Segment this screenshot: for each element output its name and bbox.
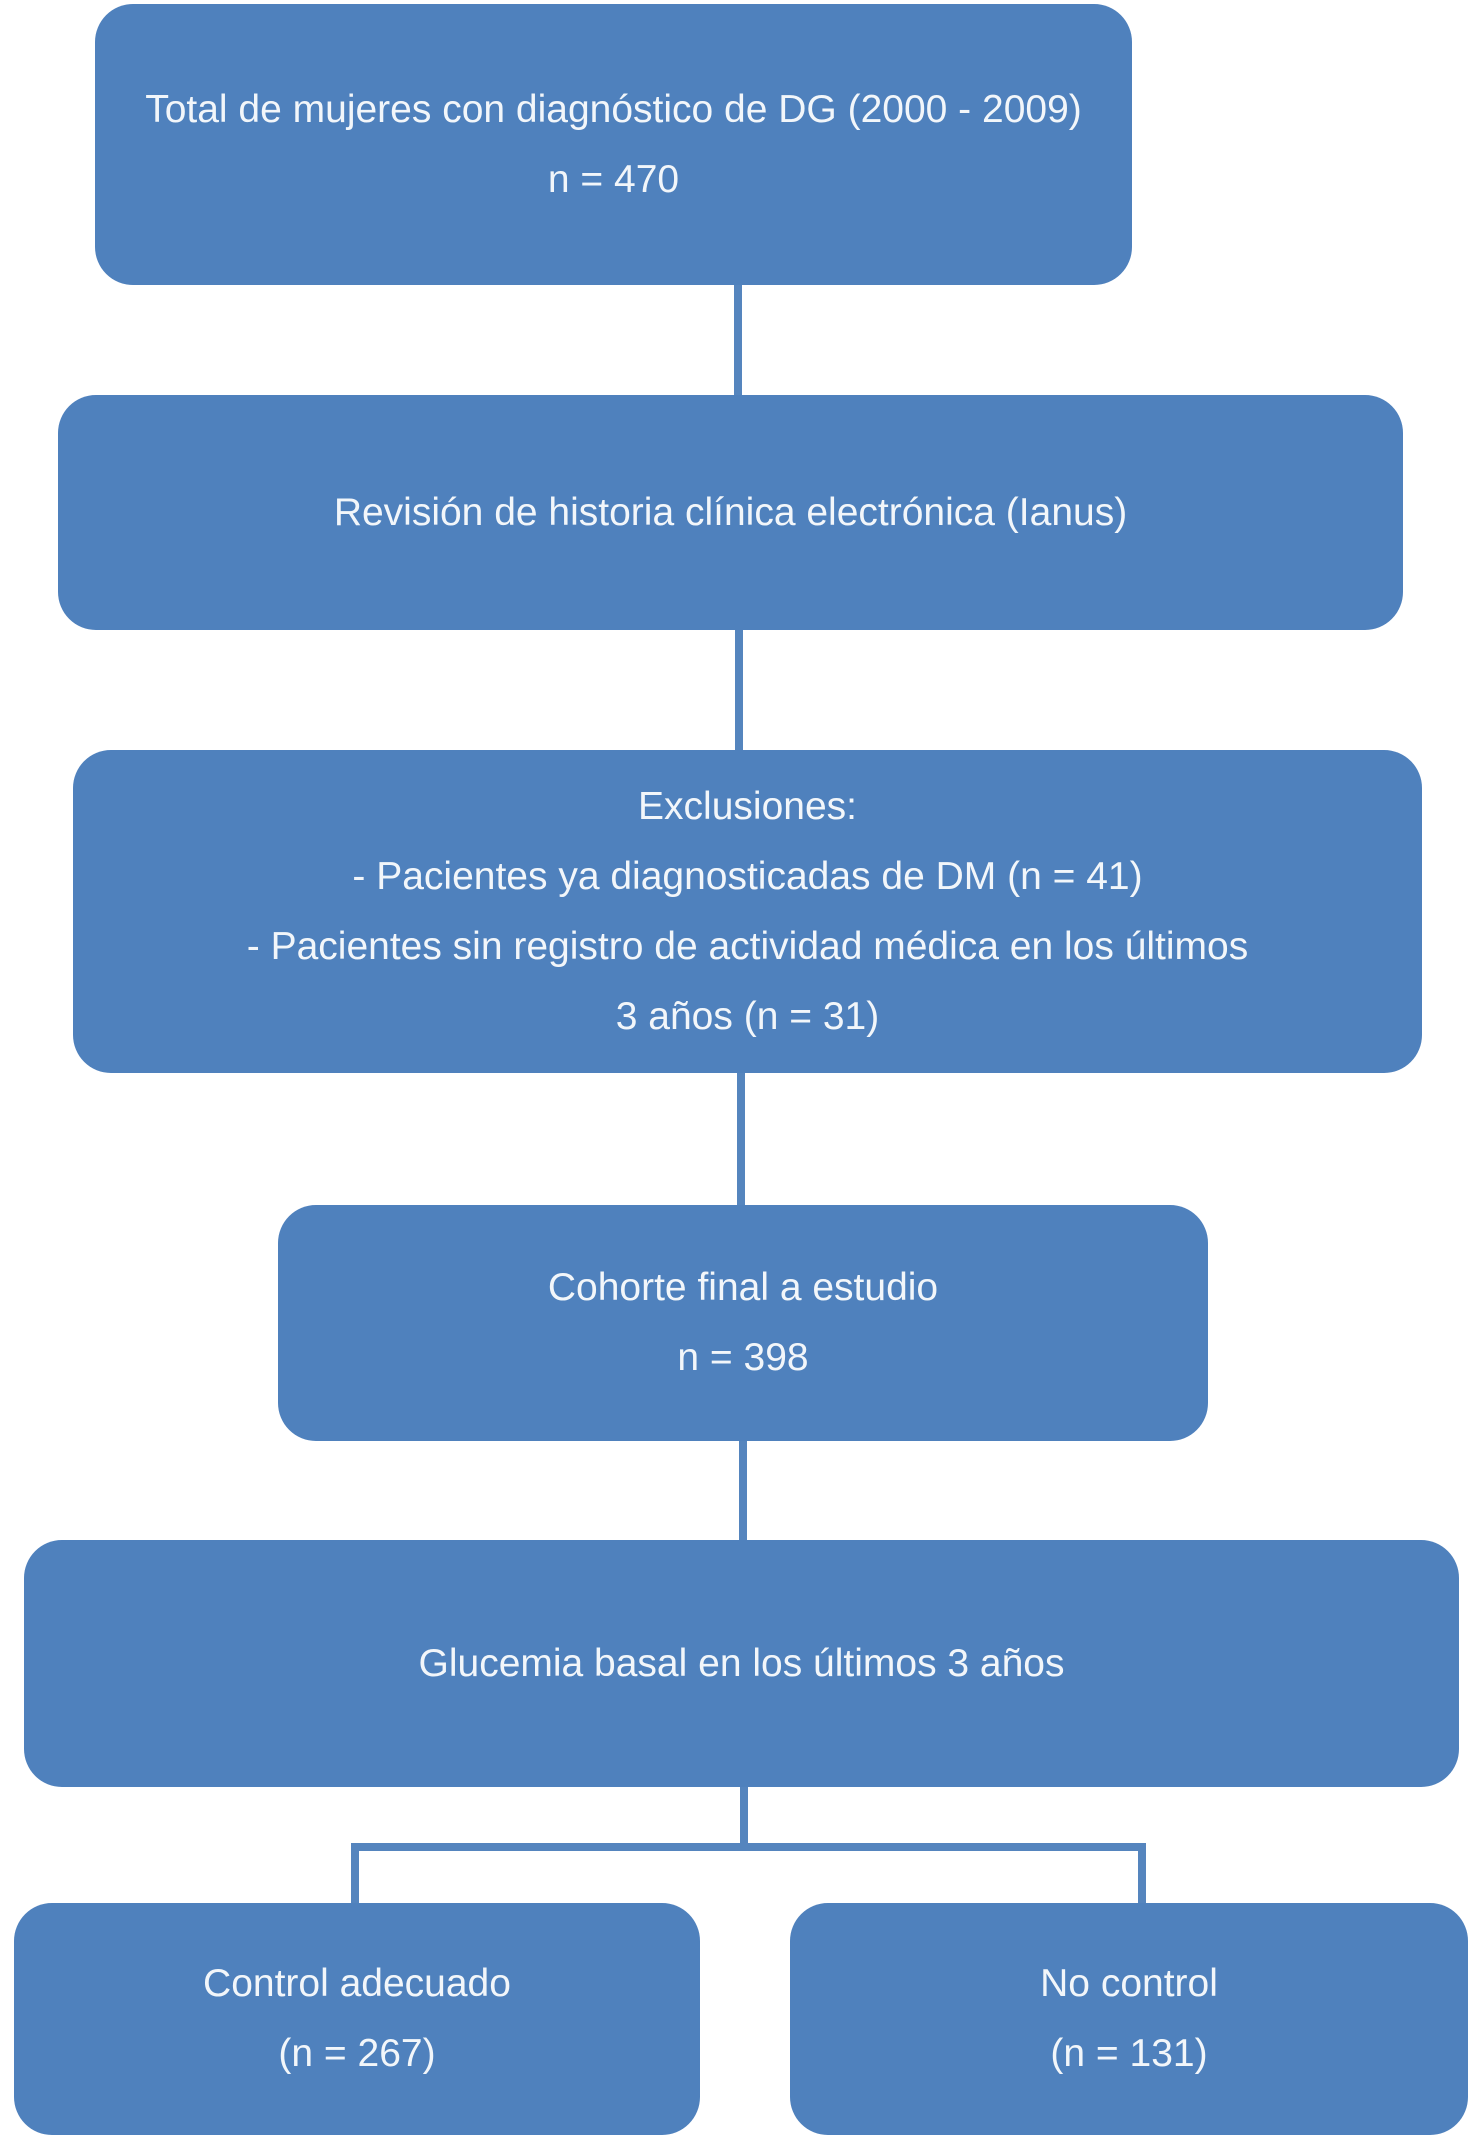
node-cohorte-final: Cohorte final a estudio n = 398 — [278, 1205, 1208, 1441]
node-exclusiones: Exclusiones: - Pacientes ya diagnosticad… — [73, 750, 1422, 1073]
node-text-line: (n = 131) — [1050, 2032, 1208, 2075]
node-revision-historia-clinica: Revisión de historia clínica electrónica… — [58, 395, 1403, 630]
node-text-line: Revisión de historia clínica electrónica… — [333, 490, 1128, 534]
node-text-line: Glucemia basal en los últimos 3 años — [418, 1641, 1065, 1685]
node-text-line: Total de mujeres con diagnóstico de DG (… — [145, 87, 1082, 131]
connector-revision-to-exclusiones — [735, 628, 743, 752]
node-glucemia-basal: Glucemia basal en los últimos 3 años — [24, 1540, 1459, 1787]
node-text-line: 3 años (n = 31) — [615, 994, 880, 1038]
node-control-adecuado: Control adecuado (n = 267) — [14, 1903, 700, 2135]
node-text-line: (n = 267) — [278, 2032, 436, 2075]
connector-total-to-revision — [734, 283, 742, 397]
connector-exclusiones-to-cohorte — [737, 1071, 745, 1207]
branch-horizontal-line — [351, 1843, 1146, 1851]
node-no-control: No control (n = 131) — [790, 1903, 1468, 2135]
node-text-line: Exclusiones: — [638, 784, 857, 828]
branch-right-drop-line — [1138, 1843, 1146, 1905]
node-text-line: Control adecuado — [203, 1962, 511, 2005]
branch-left-drop-line — [351, 1843, 359, 1905]
node-text-line: - Pacientes ya diagnosticadas de DM (n =… — [352, 854, 1143, 898]
node-text-line: n = 398 — [677, 1336, 809, 1379]
node-text-line: Cohorte final a estudio — [547, 1266, 939, 1309]
node-text-line: - Pacientes sin registro de actividad mé… — [246, 924, 1249, 968]
node-total-mujeres-dg: Total de mujeres con diagnóstico de DG (… — [95, 4, 1132, 285]
node-text-line: No control — [1040, 1962, 1218, 2005]
connector-glucemia-to-branch — [740, 1785, 748, 1845]
node-text-line: n = 470 — [547, 157, 680, 201]
connector-cohorte-to-glucemia — [739, 1439, 747, 1542]
